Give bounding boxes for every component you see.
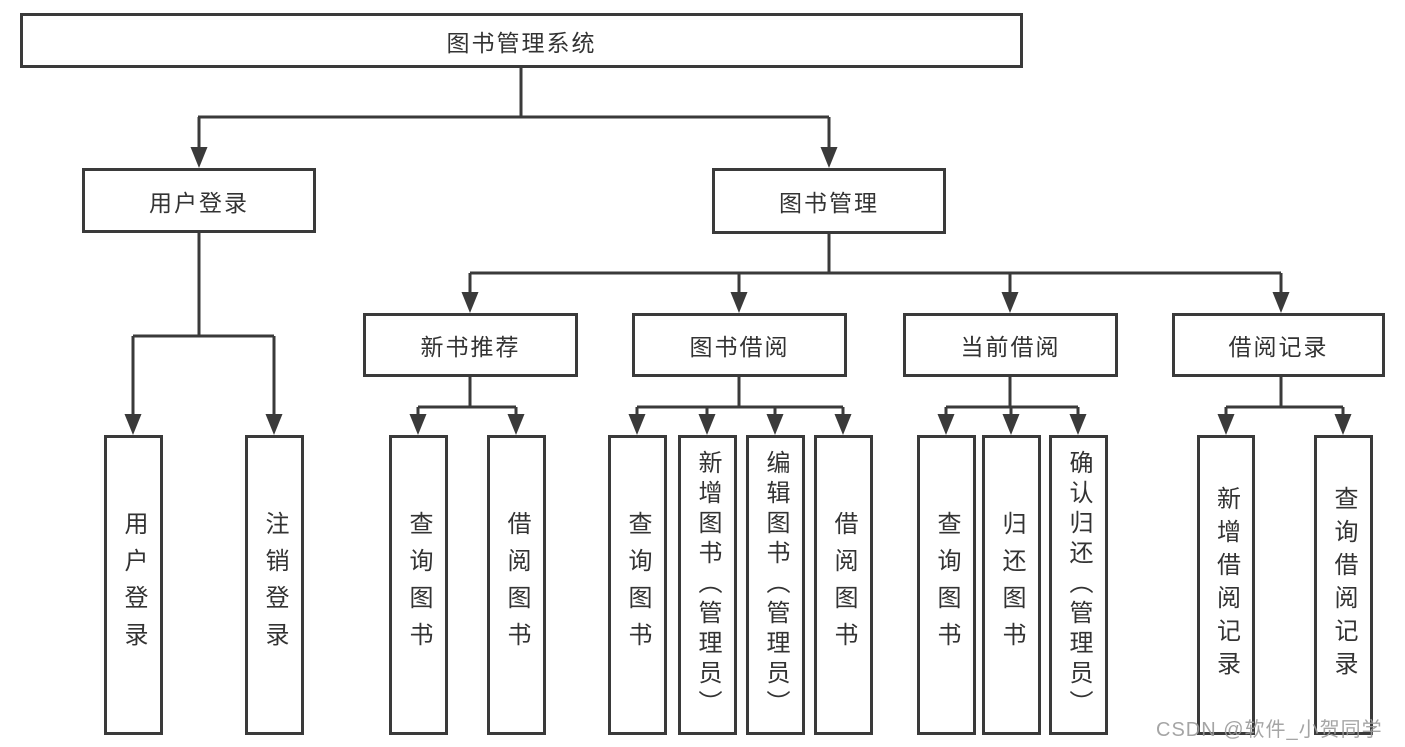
node-current-borrowing: 当前借阅 (903, 313, 1118, 377)
node-book-borrowing: 图书借阅 (632, 313, 847, 377)
arrowheads (124, 147, 1352, 435)
node-add-borrow-record: 新增借阅记录 (1197, 435, 1255, 735)
node-logout: 注销登录 (245, 435, 304, 735)
node-new-book-recommend: 新书推荐 (363, 313, 578, 377)
node-book-management-module: 图书管理 (712, 168, 946, 234)
node-return-books: 归还图书 (982, 435, 1041, 735)
node-library-management-system: 图书管理系统 (20, 13, 1023, 68)
node-query-books-recommend: 查询图书 (389, 435, 448, 735)
watermark: CSDN @软件_小贺同学 (1156, 719, 1383, 741)
node-add-books-admin: 新增图书（管理员） (678, 435, 737, 735)
node-borrow-books: 借阅图书 (814, 435, 873, 735)
node-user-login: 用户登录 (104, 435, 163, 735)
node-borrow-records: 借阅记录 (1172, 313, 1385, 377)
node-user-login-module: 用户登录 (82, 168, 316, 233)
node-borrow-books-recommend: 借阅图书 (487, 435, 546, 735)
node-query-books-current: 查询图书 (917, 435, 976, 735)
node-query-borrow-record: 查询借阅记录 (1314, 435, 1373, 735)
node-confirm-return-admin: 确认归还（管理员） (1049, 435, 1108, 735)
node-edit-books-admin: 编辑图书（管理员） (746, 435, 805, 735)
node-query-books-borrowing: 查询图书 (608, 435, 667, 735)
